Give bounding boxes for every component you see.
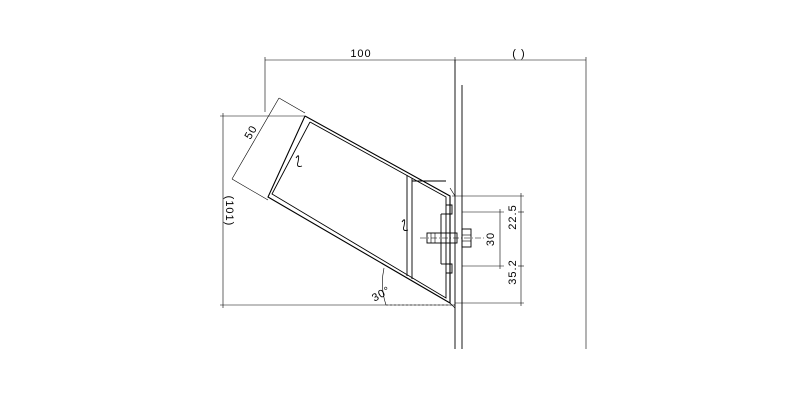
dim-35-2: 35.2 [507,259,519,284]
height-dimension: (101) [220,113,455,308]
dim-30: 30 [485,232,497,246]
dim-slant-50: 50 [243,123,261,141]
dim-height-101: (101) [223,196,235,227]
top-dimension: 100 ( ) [264,48,587,112]
bolt [420,228,485,248]
dim-width-100: 100 [350,48,371,60]
slant-dimension: 50 [231,97,306,201]
dim-width-unknown: ( ) [512,48,525,60]
right-dimensions: 30 22.5 35.2 [452,193,524,306]
dim-22-5: 22.5 [507,204,519,229]
screw-boss-upper [295,155,303,167]
angle-dimension: 30° [370,267,455,306]
wall-lines [454,60,587,349]
screw-boss-middle [401,219,409,231]
profile-section [267,115,456,309]
angle-arc [382,267,387,306]
angle-label: 30° [370,284,393,304]
